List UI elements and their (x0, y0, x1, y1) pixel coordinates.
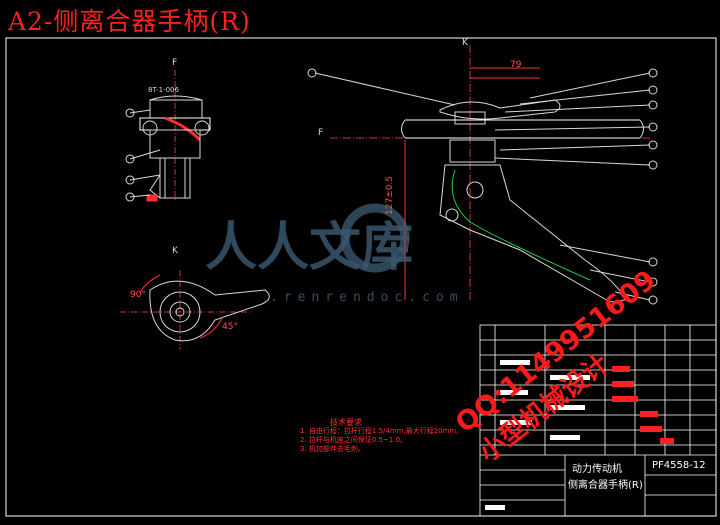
title-block-grid (479, 324, 717, 517)
view-label-f-left: F (172, 58, 178, 68)
view-label-f-main: F (318, 128, 324, 138)
main-view (307, 45, 658, 305)
dimension-angle-right: 45° (222, 322, 238, 332)
title-block-code: PF4558-12 (652, 460, 706, 471)
dimension-angle-left: 90° (130, 290, 146, 300)
notes-title: 技术要求 (330, 418, 362, 427)
title-block-product: 动力传动机 (572, 464, 622, 475)
callout-tag: 8T-1-006 (148, 86, 179, 94)
drawing-title: A2-侧离合器手柄(R) (8, 7, 251, 36)
watermark-site: .renrendoc.com (270, 290, 464, 305)
parts-list-white-marks (485, 360, 590, 510)
technical-notes: 技术要求 1. 自由行程：拉杆行程1.5/4mm,最大行程20mm。 2. 拉杆… (300, 418, 463, 454)
view-label-k-left: K (172, 246, 178, 256)
dimension-top: 79 (510, 60, 522, 70)
title-block-part: 侧离合器手柄(R) (568, 480, 643, 491)
left-k-view (120, 270, 270, 350)
notes-line-2: 2. 拉杆与机座之间保证0.5~1.0。 (300, 436, 408, 444)
notes-line-3: 3. 机加部件去毛刺。 (300, 445, 365, 453)
view-label-k-main: K (462, 38, 468, 48)
drawing-border (5, 37, 717, 517)
notes-line-1: 1. 自由行程：拉杆行程1.5/4mm,最大行程20mm。 (300, 427, 464, 435)
parts-list-red-marks (612, 366, 674, 444)
left-side-view (125, 70, 211, 202)
watermark-logo-text: 人人文库 (205, 217, 414, 278)
